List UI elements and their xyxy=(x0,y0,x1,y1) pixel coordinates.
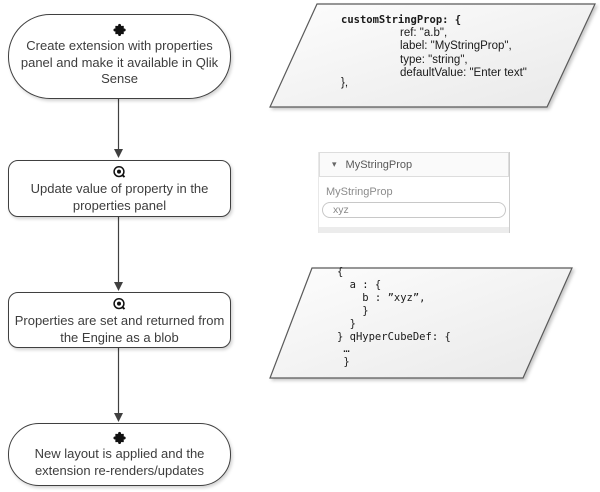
properties-panel-snippet: ▾ MyStringProp MyStringProp xyxy=(318,152,510,233)
flow-node-properties-blob: Properties are set and returned from the… xyxy=(8,292,231,348)
flow-node-label: Properties are set and returned from the… xyxy=(14,313,225,345)
flow-node-update-property: Update value of property in the properti… xyxy=(8,160,231,217)
flow-node-label: Update value of property in the properti… xyxy=(30,181,209,213)
properties-code-closing-line: }, xyxy=(341,77,349,89)
flow-node-label: New layout is applied and the extension … xyxy=(34,446,205,478)
parallelogram-properties-code xyxy=(269,3,596,108)
parallelogram-engine-blob xyxy=(269,267,573,379)
puzzle-piece-icon xyxy=(112,22,127,37)
engine-blob-code: { a : { b : ”xyz”, } } } qHyperCubeDef: … xyxy=(337,266,451,369)
flow-node-new-layout: New layout is applied and the extension … xyxy=(8,423,231,486)
accordion-header-mystringprop[interactable]: ▾ MyStringProp xyxy=(319,152,509,177)
flow-arrow-1 xyxy=(114,99,123,158)
qlik-engine-icon xyxy=(112,165,127,180)
puzzle-piece-icon xyxy=(112,430,127,445)
accordion-header-label: MyStringProp xyxy=(345,158,413,171)
flow-arrow-3 xyxy=(114,348,123,422)
mystringprop-input[interactable] xyxy=(322,202,506,218)
chevron-down-icon: ▾ xyxy=(332,159,337,169)
flow-node-create-extension: Create extension with properties panel a… xyxy=(8,14,231,99)
panel-footer-strip xyxy=(319,227,509,233)
property-field-label: MyStringProp xyxy=(326,186,393,198)
qlik-engine-icon xyxy=(112,297,127,312)
properties-code-opening-line: customStringProp: { xyxy=(341,14,462,26)
flow-arrow-2 xyxy=(114,217,123,291)
flow-node-label: Create extension with properties panel a… xyxy=(20,38,219,87)
properties-code-body: ref: "a.b", label: "MyStringProp", type:… xyxy=(400,27,527,80)
